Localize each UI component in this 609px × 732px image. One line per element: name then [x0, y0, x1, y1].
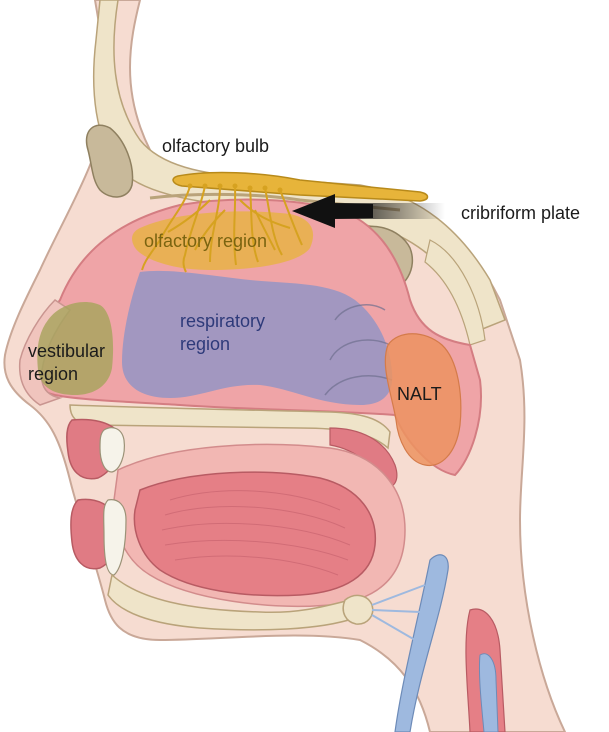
- label-vestibular-line1: vestibular: [28, 341, 105, 361]
- label-vestibular-line2: region: [28, 364, 78, 384]
- label-nalt: NALT: [397, 384, 442, 404]
- label-respiratory-line2: region: [180, 334, 230, 354]
- label-olfactory-region: olfactory region: [144, 231, 267, 251]
- hyoid-bone: [343, 595, 372, 624]
- label-respiratory-line1: respiratory: [180, 311, 265, 331]
- cribriform-arrow-shaft: [333, 204, 373, 218]
- label-olfactory-bulb: olfactory bulb: [162, 136, 269, 156]
- label-cribriform-plate: cribriform plate: [461, 203, 580, 223]
